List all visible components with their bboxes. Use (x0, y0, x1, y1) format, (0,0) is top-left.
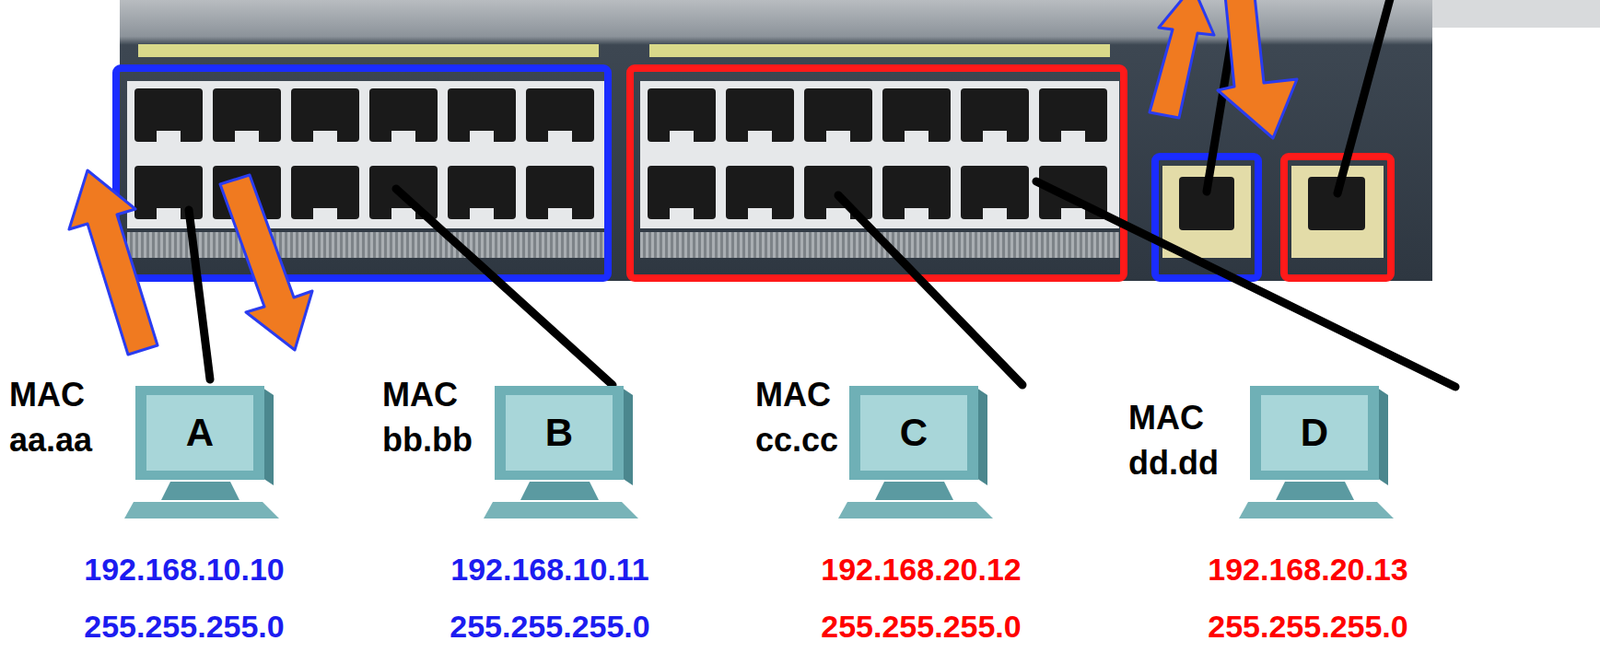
mac-address: MAC dd.dd (1128, 396, 1219, 486)
ip-address: 192.168.20.12 (820, 552, 1021, 587)
ip-address: 255.255.255.0 (449, 609, 650, 644)
ip-address: 192.168.10.10 (83, 552, 284, 587)
ip-address: 192.168.20.13 (1207, 552, 1408, 587)
mac-address: MAC bb.bb (382, 373, 473, 463)
host-letter: C (899, 410, 928, 456)
ip-address: 255.255.255.0 (820, 609, 1021, 644)
host-letter: B (545, 410, 573, 456)
host-letter: D (1300, 410, 1329, 456)
mac-address: MAC aa.aa (9, 373, 93, 463)
host-letter: A (186, 410, 214, 456)
host-computer: D MAC dd.dd 192.168.20.13 255.255.255.0 (1123, 363, 1493, 659)
host-computer: C MAC cc.cc 192.168.20.12 255.255.255.0 (750, 363, 1120, 659)
host-computer: A MAC aa.aa 192.168.10.10 255.255.255.0 (4, 363, 374, 659)
ip-address: 192.168.10.11 (450, 552, 650, 587)
host-computer: B MAC bb.bb 192.168.10.11 255.255.255.0 (377, 363, 747, 659)
ip-address: 255.255.255.0 (1207, 609, 1408, 644)
ip-address: 255.255.255.0 (83, 609, 284, 644)
mac-address: MAC cc.cc (755, 373, 839, 463)
